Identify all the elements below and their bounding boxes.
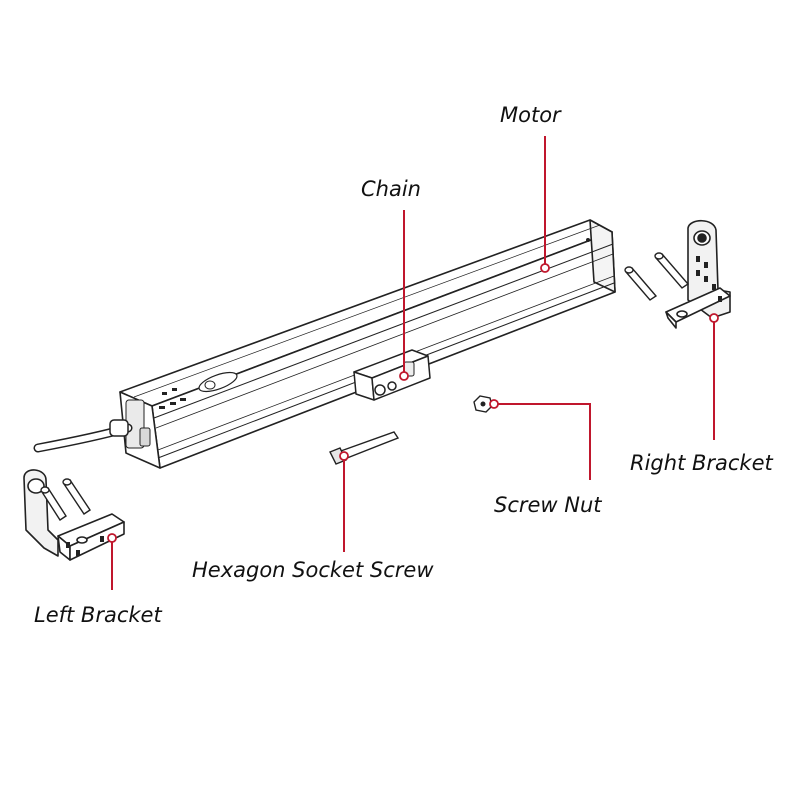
right-bracket-pins bbox=[624, 252, 690, 301]
hexagon-socket-screw bbox=[329, 431, 400, 465]
callout-screw-nut bbox=[494, 403, 591, 480]
label-hexagon-socket-screw: Hexagon Socket Screw bbox=[192, 558, 434, 582]
left-bracket bbox=[23, 469, 125, 561]
label-right-bracket: Right Bracket bbox=[630, 451, 774, 475]
label-motor: Motor bbox=[500, 103, 562, 127]
chain-housing bbox=[353, 349, 431, 401]
marker-chain bbox=[399, 371, 409, 381]
label-left-bracket: Left Bracket bbox=[34, 603, 162, 627]
marker-hexagon-socket-screw bbox=[339, 451, 349, 461]
label-screw-nut: Screw Nut bbox=[494, 493, 602, 517]
callout-markers bbox=[107, 263, 719, 543]
right-bracket bbox=[665, 219, 731, 329]
marker-left-bracket bbox=[107, 533, 117, 543]
label-chain: Chain bbox=[361, 177, 421, 201]
motor-body bbox=[119, 219, 616, 469]
marker-screw-nut bbox=[489, 399, 499, 409]
left-bracket-pins bbox=[40, 478, 91, 521]
callout-lines bbox=[111, 136, 715, 590]
marker-motor bbox=[540, 263, 550, 273]
marker-right-bracket bbox=[709, 313, 719, 323]
power-cable bbox=[33, 419, 133, 453]
